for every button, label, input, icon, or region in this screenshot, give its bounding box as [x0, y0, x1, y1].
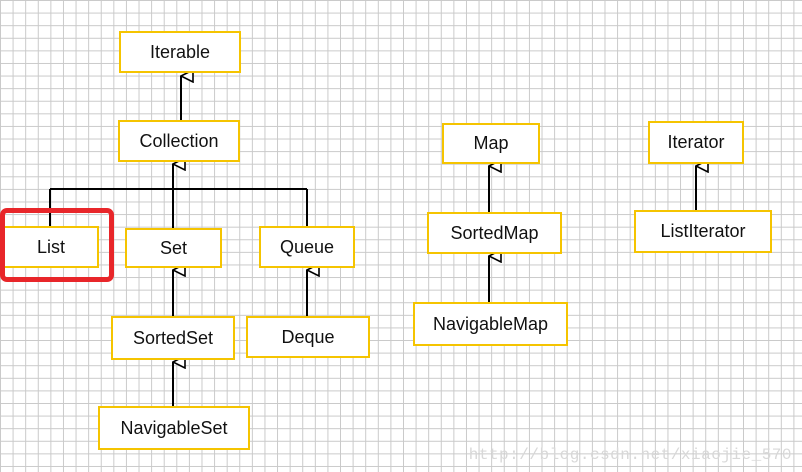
node-navigablemap: NavigableMap — [413, 302, 568, 346]
list-highlight-box — [0, 208, 114, 282]
node-sortedset: SortedSet — [111, 316, 235, 360]
node-collection: Collection — [118, 120, 240, 162]
watermark: http://blog.csdn.net/xiaojie_570 — [468, 446, 792, 464]
node-sortedmap: SortedMap — [427, 212, 562, 254]
node-deque: Deque — [246, 316, 370, 358]
node-queue: Queue — [259, 226, 355, 268]
node-map: Map — [442, 123, 540, 164]
node-iterator: Iterator — [648, 121, 744, 164]
node-iterable: Iterable — [119, 31, 241, 73]
node-listiterator: ListIterator — [634, 210, 772, 253]
node-set: Set — [125, 228, 222, 268]
node-navigableset: NavigableSet — [98, 406, 250, 450]
node-list: List — [3, 226, 99, 268]
